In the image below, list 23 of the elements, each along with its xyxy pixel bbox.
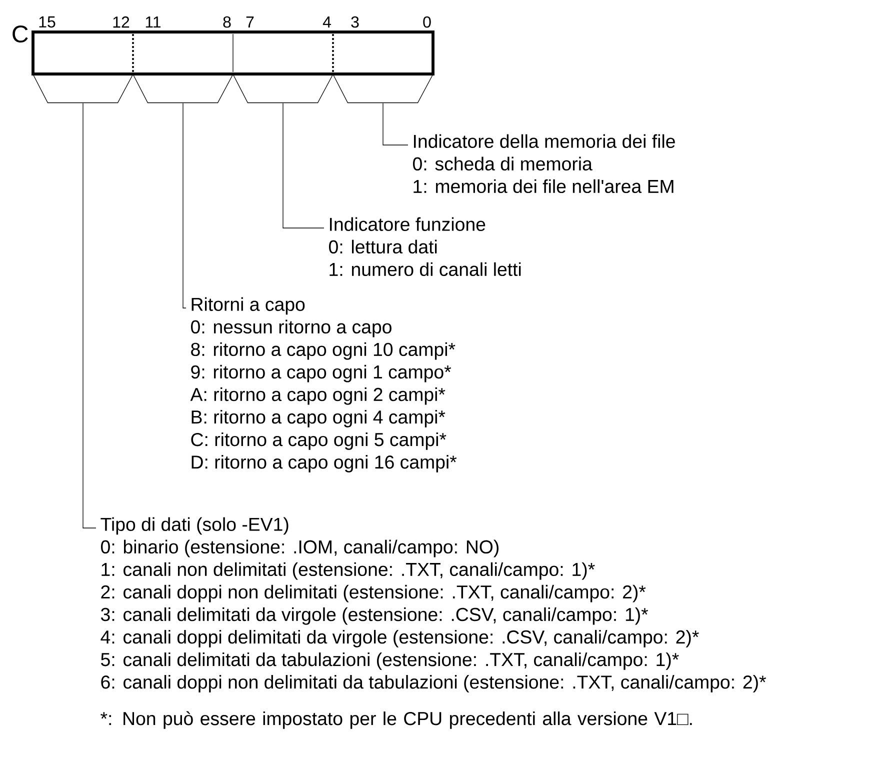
bit-field-bracket (232, 73, 334, 104)
register-label: C (12, 26, 28, 42)
footnote-text: *: Non può essere impostato per le CPU precedenti alla versione V1□. (100, 711, 692, 729)
bit-number: 4 (322, 16, 331, 28)
leader-line (82, 102, 96, 528)
description-text: Tipo di dati (solo -EV1) 0: binario (estensione: .IOM, canali/campo: NO) 1: canali non delimitati (estensione: .TXT, canali/campo: 1)* 2: canali doppi non delimitati (estensione: .TXT, canali/campo: 2)* 3: canali delimitati da virgole (estensione: .CSV, canali/campo: 1)* 4: canali doppi delimitati da virgole (estensione: .CSV, canali/campo: 2)* 5: canali delimitati da tabulazioni (estensione: .TXT, canali/campo: 1)* 6: canali doppi non delimitati da tabulazioni (estensione: .TXT, canali/campo: 2)* (100, 517, 766, 692)
bit-number: 11 (146, 16, 161, 28)
bit-number: 8 (223, 16, 231, 28)
bit-number: 15 (39, 16, 56, 28)
bit-field-bracket (32, 73, 134, 104)
description-text: Indicatore della memoria dei file 0: scheda di memoria 1: memoria dei file nell'area EM (413, 134, 675, 194)
description-text: Indicatore funzione 0: lettura dati 1: numero di canali letti (329, 217, 521, 276)
leader-line (382, 102, 408, 146)
description-text: Ritorni a capo 0: nessun ritorno a capo 8: ritorno a capo ogni 10 campi* 9: ritorno a capo ogni 1 campo* A: ritorno a capo ogni 2 campi* B: ritorno a capo ogni 4 campi* C: ritorno a capo ogni 5 campi* D: ritorno a capo ogni 16 campi* (190, 297, 457, 472)
bit-field-bracket (132, 73, 234, 104)
bit-field-bracket (332, 73, 434, 104)
leader-line (282, 102, 324, 228)
leader-line (182, 102, 186, 308)
bit-number: 0 (423, 16, 431, 28)
register-box (32, 30, 434, 76)
bit-number: 7 (246, 16, 254, 28)
bit-number: 12 (113, 16, 130, 28)
bit-number: 3 (351, 16, 359, 28)
